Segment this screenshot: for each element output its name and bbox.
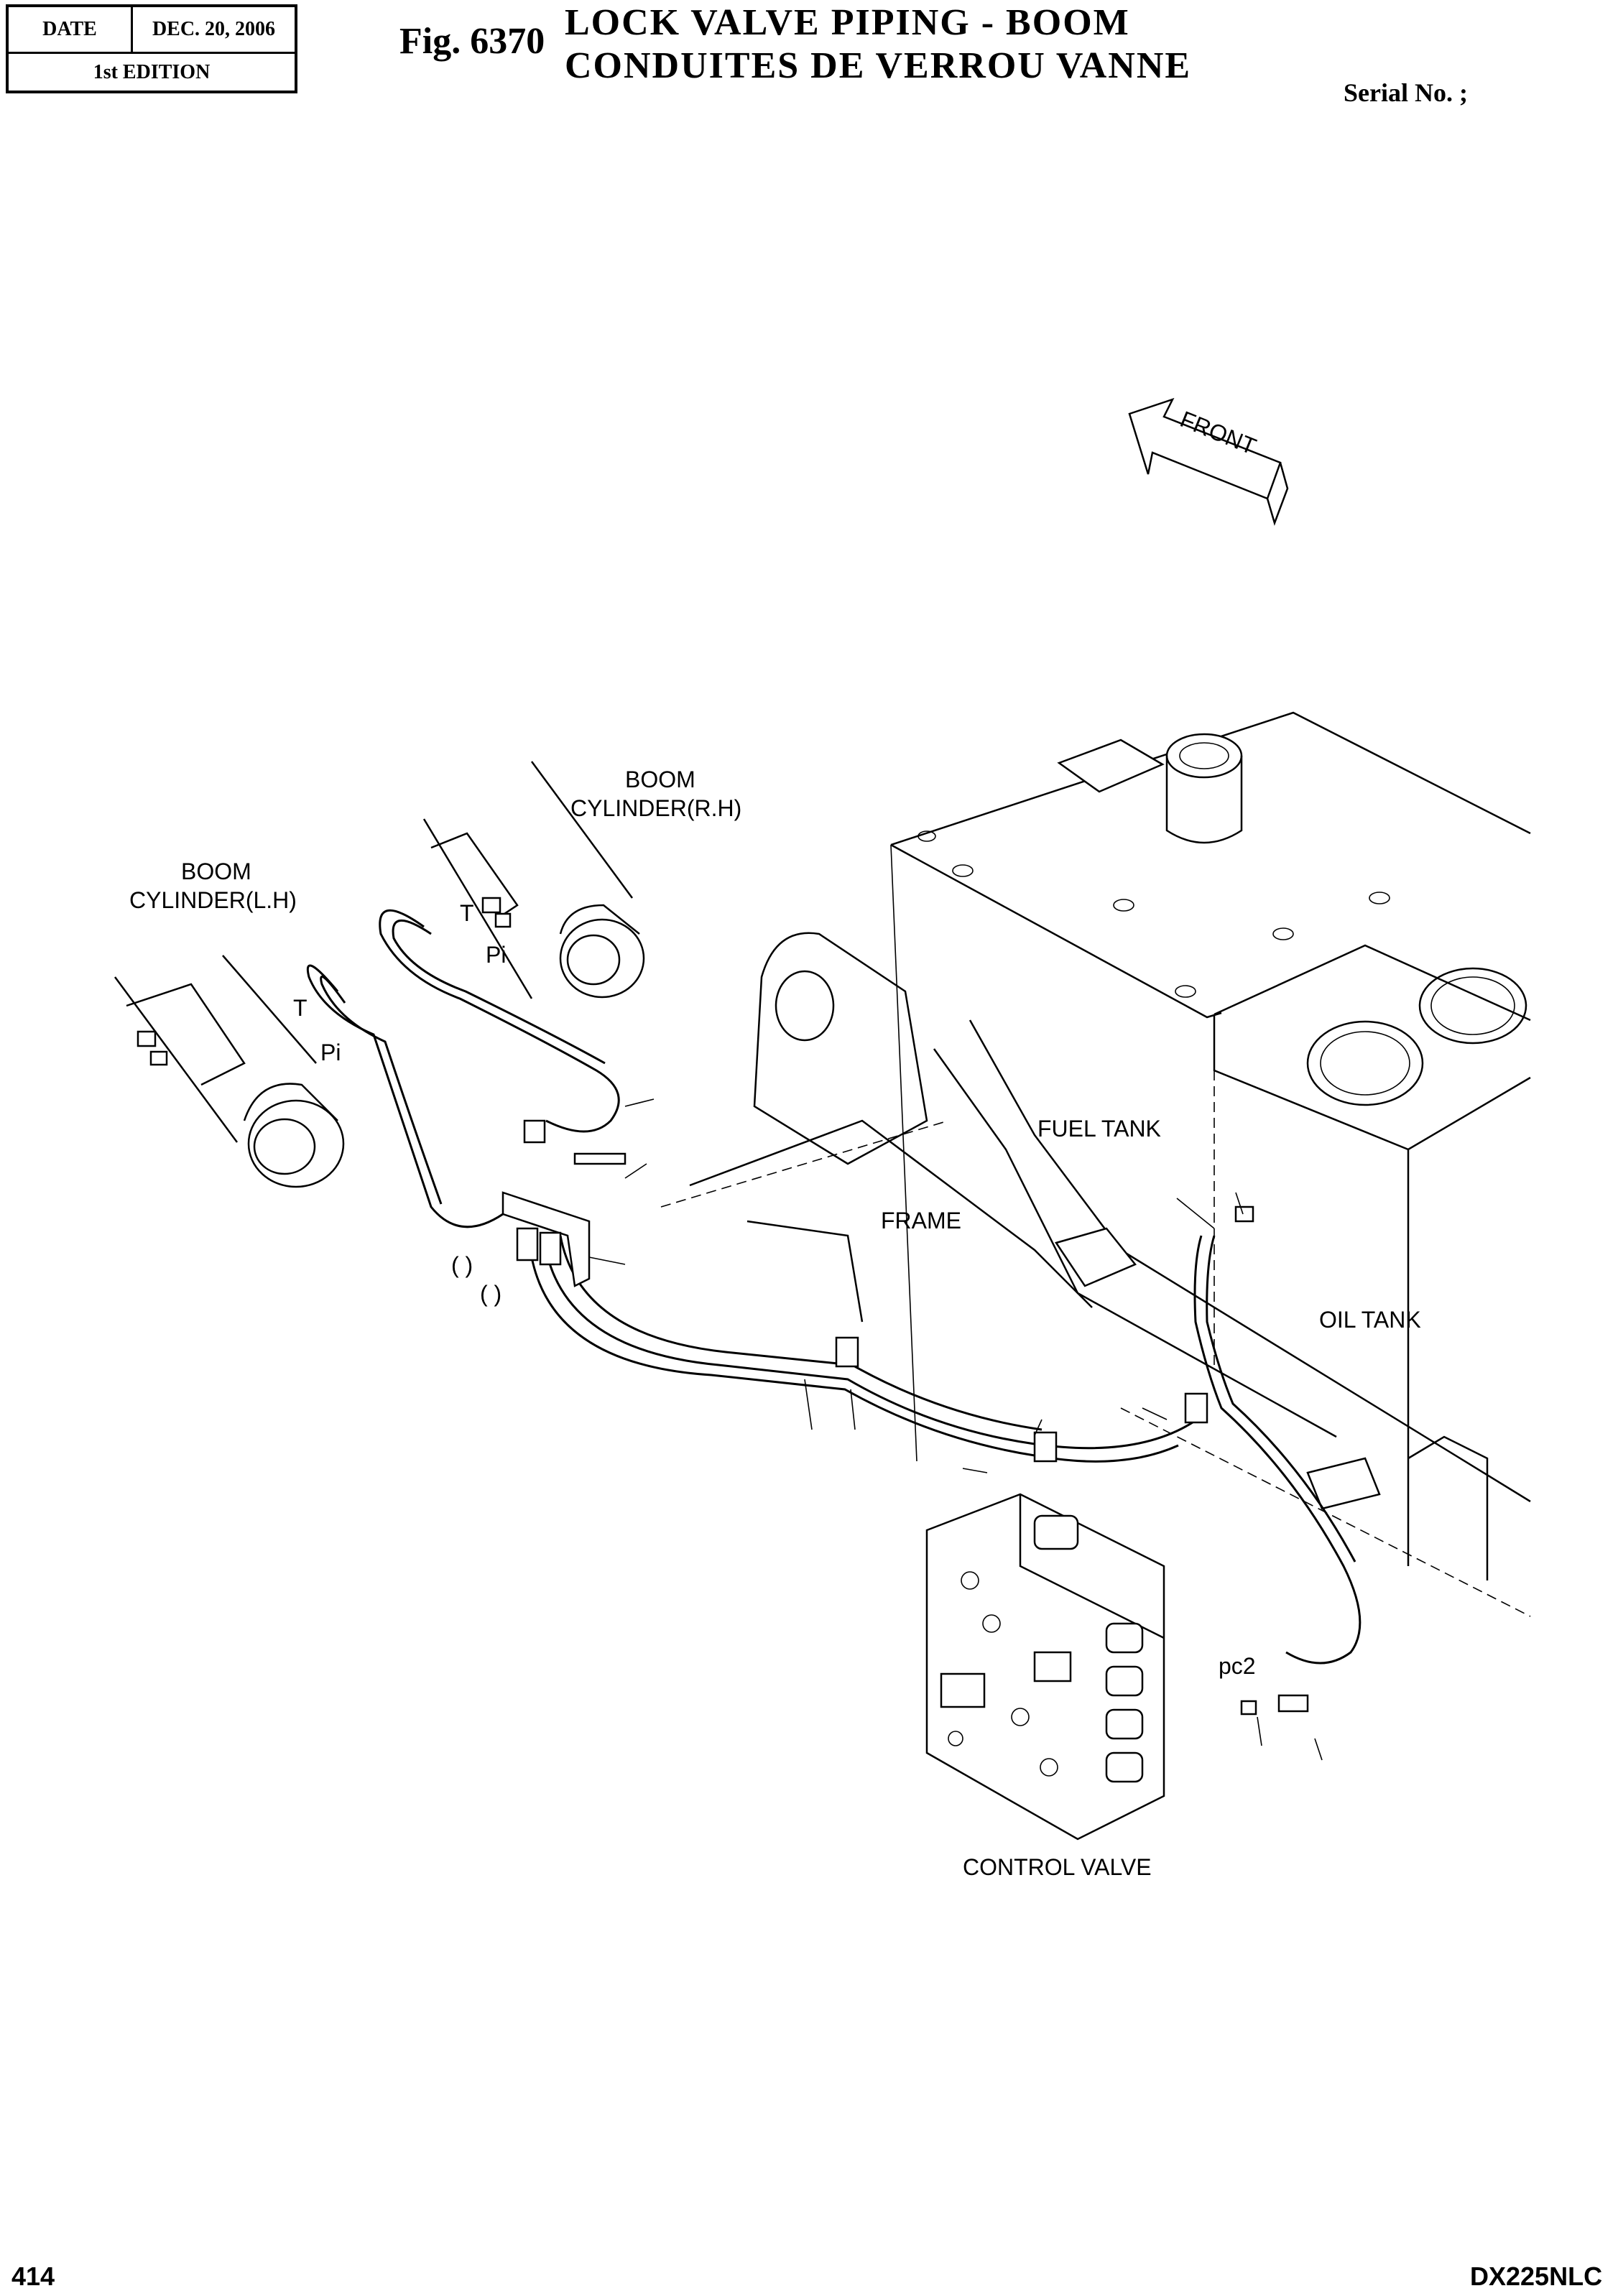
label-fuel-tank: FUEL TANK <box>1037 1116 1161 1142</box>
label-boom-rh-line1: BOOM <box>625 767 695 792</box>
fittings <box>501 1119 1309 1716</box>
control-valve <box>925 1493 1165 1841</box>
label-port-pi-lh: Pi <box>320 1040 341 1065</box>
label-port-t-rh: T <box>460 900 474 926</box>
date-value: DEC. 20, 2006 <box>152 18 276 40</box>
frame-structure <box>660 932 1531 1617</box>
boom-cylinder-lh <box>114 955 345 1188</box>
page-number: 414 <box>11 2262 55 2291</box>
label-pc2: pc2 <box>1219 1653 1256 1679</box>
title-english: LOCK VALVE PIPING - BOOM <box>565 2 1130 43</box>
header-divider-vertical <box>131 7 133 52</box>
label-port-t-lh: T <box>293 995 308 1021</box>
label-paren-1: ( ) <box>451 1252 473 1278</box>
date-label: DATE <box>42 18 97 40</box>
label-oil-tank: OIL TANK <box>1319 1307 1421 1333</box>
model-number: DX225NLC <box>1470 2262 1603 2291</box>
label-frame: FRAME <box>881 1208 961 1233</box>
header-divider-horizontal <box>9 52 295 54</box>
label-port-pi-rh: Pi <box>486 942 506 968</box>
label-paren-2: ( ) <box>480 1281 501 1307</box>
title-french: CONDUITES DE VERROU VANNE <box>565 45 1192 86</box>
header-date-box: DATE DEC. 20, 2006 1st EDITION <box>6 4 297 93</box>
tank-body <box>890 711 1531 1462</box>
leader-lines <box>588 1098 1323 1761</box>
label-boom-lh-line1: BOOM <box>181 858 251 884</box>
boom-cylinder-rh <box>422 761 645 999</box>
hose-lines <box>306 909 1362 1665</box>
serial-number: Serial No. ; <box>1344 78 1468 107</box>
label-control-valve: CONTROL VALVE <box>963 1854 1152 1880</box>
label-boom-rh-line2: CYLINDER(R.H) <box>570 795 741 821</box>
label-boom-lh-line2: CYLINDER(L.H) <box>129 887 297 913</box>
edition-label: 1st EDITION <box>93 61 211 83</box>
figure-number: Fig. 6370 <box>399 21 545 62</box>
front-arrow-icon: FRONT <box>1128 397 1289 526</box>
